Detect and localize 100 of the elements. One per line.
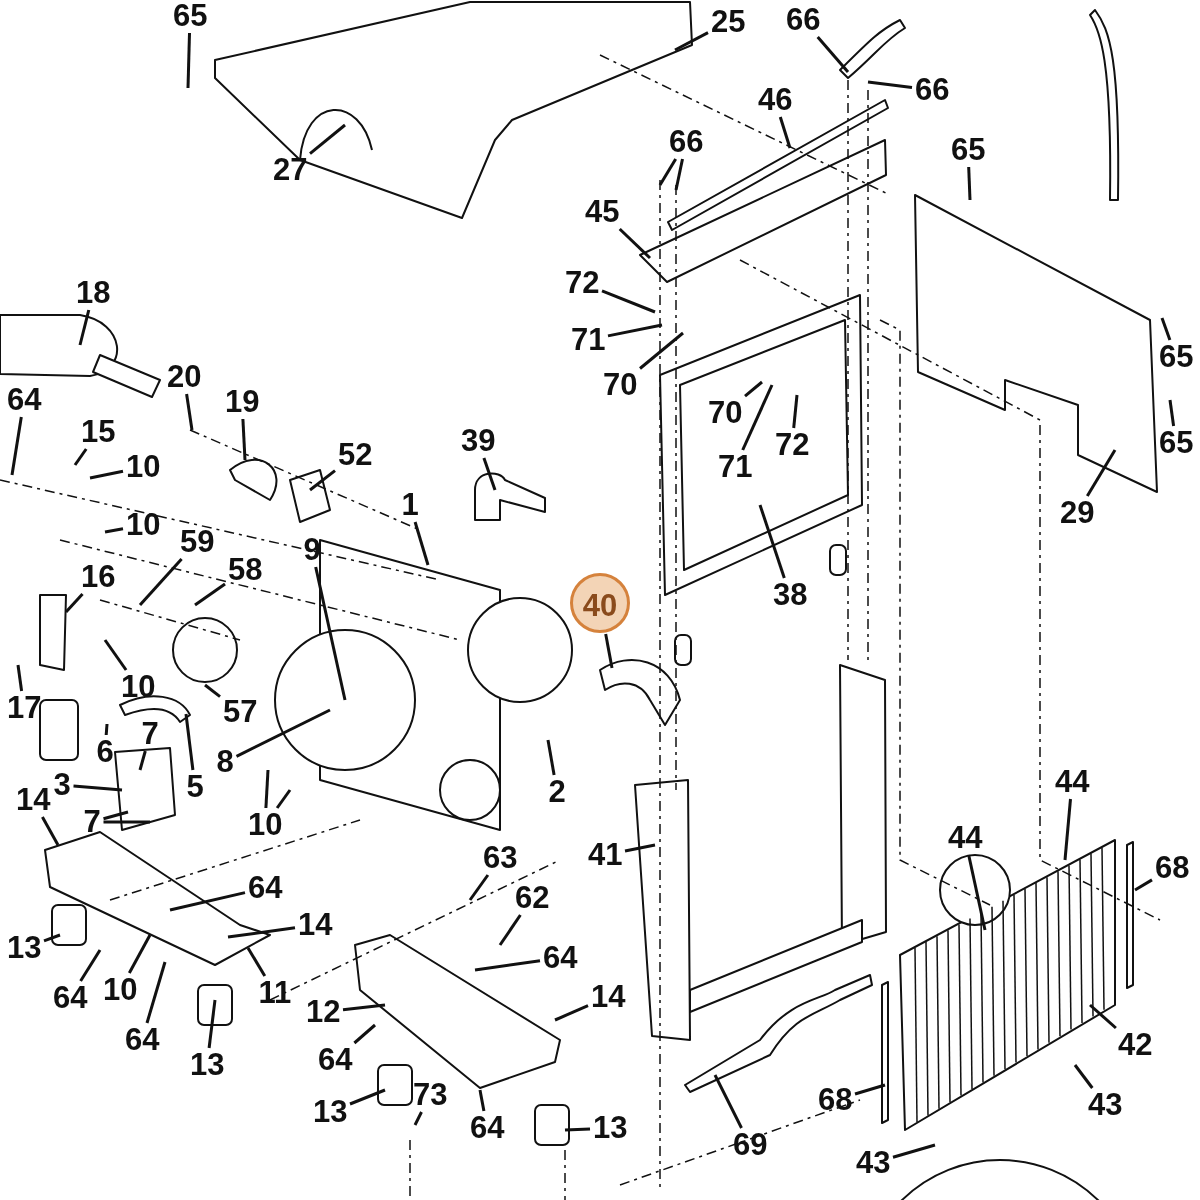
callout-number: 8	[215, 746, 235, 778]
callout-number: 65	[950, 134, 987, 166]
leader-line	[73, 448, 88, 466]
callout-number: 9	[302, 534, 322, 566]
leader-line	[89, 469, 124, 480]
leader-line	[349, 1088, 386, 1106]
leader-line	[1089, 1003, 1117, 1030]
callout-number: 65	[1158, 341, 1195, 373]
leader-line	[413, 521, 430, 566]
leader-line	[16, 664, 24, 692]
leader-line	[138, 558, 183, 606]
leader-line	[639, 331, 684, 370]
leader-line	[10, 416, 23, 476]
callout-number: 64	[52, 982, 89, 1014]
leader-line	[43, 933, 61, 943]
leader-line	[79, 949, 102, 982]
leader-line	[264, 769, 270, 809]
leader-line	[604, 633, 614, 669]
callout-number: 2	[547, 776, 567, 808]
callout-number: 5	[185, 771, 205, 803]
callout-number: 7	[82, 806, 102, 838]
callout-number: 16	[80, 561, 117, 593]
leader-line	[554, 1004, 589, 1022]
callout-number: 64	[469, 1112, 506, 1144]
leader-line	[741, 384, 774, 451]
callout-number: 43	[1087, 1089, 1124, 1121]
callout-number: 64	[247, 872, 284, 904]
callout-number: 39	[460, 425, 497, 457]
callout-number: 14	[590, 981, 627, 1013]
leader-line	[744, 380, 763, 398]
leader-line	[892, 1143, 936, 1159]
callout-number: 70	[602, 369, 639, 401]
callout-number: 64	[317, 1044, 354, 1076]
callout-number: 10	[247, 809, 284, 841]
leader-line	[104, 723, 109, 736]
leader-line	[468, 874, 490, 901]
callout-number: 3	[52, 769, 72, 801]
callout-number: 46	[757, 84, 794, 116]
leader-line	[601, 289, 656, 314]
leader-line	[778, 116, 792, 149]
leader-line	[138, 750, 147, 771]
callout-number: 38	[772, 579, 809, 611]
leader-line	[618, 227, 652, 260]
callout-number: 43	[855, 1147, 892, 1179]
leader-line	[624, 843, 656, 853]
callout-number: 57	[222, 696, 259, 728]
callout-number: 72	[774, 429, 811, 461]
leader-line	[792, 394, 799, 429]
leader-line	[967, 166, 972, 201]
leader-line	[758, 504, 786, 579]
leader-line	[1063, 798, 1072, 861]
leader-line	[867, 80, 913, 89]
leader-line	[184, 713, 195, 771]
callout-number: 41	[587, 839, 624, 871]
callout-number: 64	[124, 1024, 161, 1056]
callout-number: 13	[189, 1049, 226, 1081]
leader-line	[246, 947, 267, 977]
leader-line	[674, 158, 684, 191]
callout-number: 72	[564, 267, 601, 299]
callout-number: 13	[592, 1112, 629, 1144]
callout-number: 7	[140, 718, 160, 750]
leader-line	[1086, 449, 1117, 497]
callout-number: 10	[125, 451, 162, 483]
callout-number: 15	[80, 416, 117, 448]
leader-line	[41, 816, 60, 846]
leader-line	[103, 820, 150, 824]
leader-line	[816, 36, 850, 73]
leader-line	[607, 323, 663, 338]
callout-number: 19	[224, 386, 261, 418]
callout-number: 13	[312, 1096, 349, 1128]
callout-number: 44	[947, 822, 984, 854]
callout-number: 66	[914, 74, 951, 106]
callout-number: 14	[297, 909, 334, 941]
callout-number: 66	[668, 126, 705, 158]
callout-number: 10	[102, 974, 139, 1006]
leader-line	[564, 1127, 591, 1132]
callout-number: 42	[1117, 1029, 1154, 1061]
leader-line	[275, 789, 292, 809]
callout-number: 66	[785, 4, 822, 36]
leader-line	[854, 1083, 886, 1096]
leader-line	[1134, 878, 1153, 892]
leader-line	[309, 469, 336, 492]
callout-number: 58	[227, 554, 264, 586]
callout-number: 25	[710, 6, 747, 38]
callout-number: 1	[400, 489, 420, 521]
callout-number: 40	[570, 573, 630, 633]
callout-number: 70	[707, 397, 744, 429]
leader-line	[104, 527, 124, 534]
leader-line	[674, 31, 709, 52]
callout-number: 45	[584, 196, 621, 228]
callout-number: 68	[817, 1084, 854, 1116]
callout-number: 17	[6, 692, 43, 724]
callout-number: 52	[337, 439, 374, 471]
callout-number: 64	[6, 384, 43, 416]
leader-line	[546, 739, 556, 776]
callout-number: 71	[570, 324, 607, 356]
leader-line	[204, 683, 221, 698]
callout-number: 73	[412, 1079, 449, 1111]
callout-number: 29	[1059, 497, 1096, 529]
leader-line	[1073, 1064, 1094, 1089]
